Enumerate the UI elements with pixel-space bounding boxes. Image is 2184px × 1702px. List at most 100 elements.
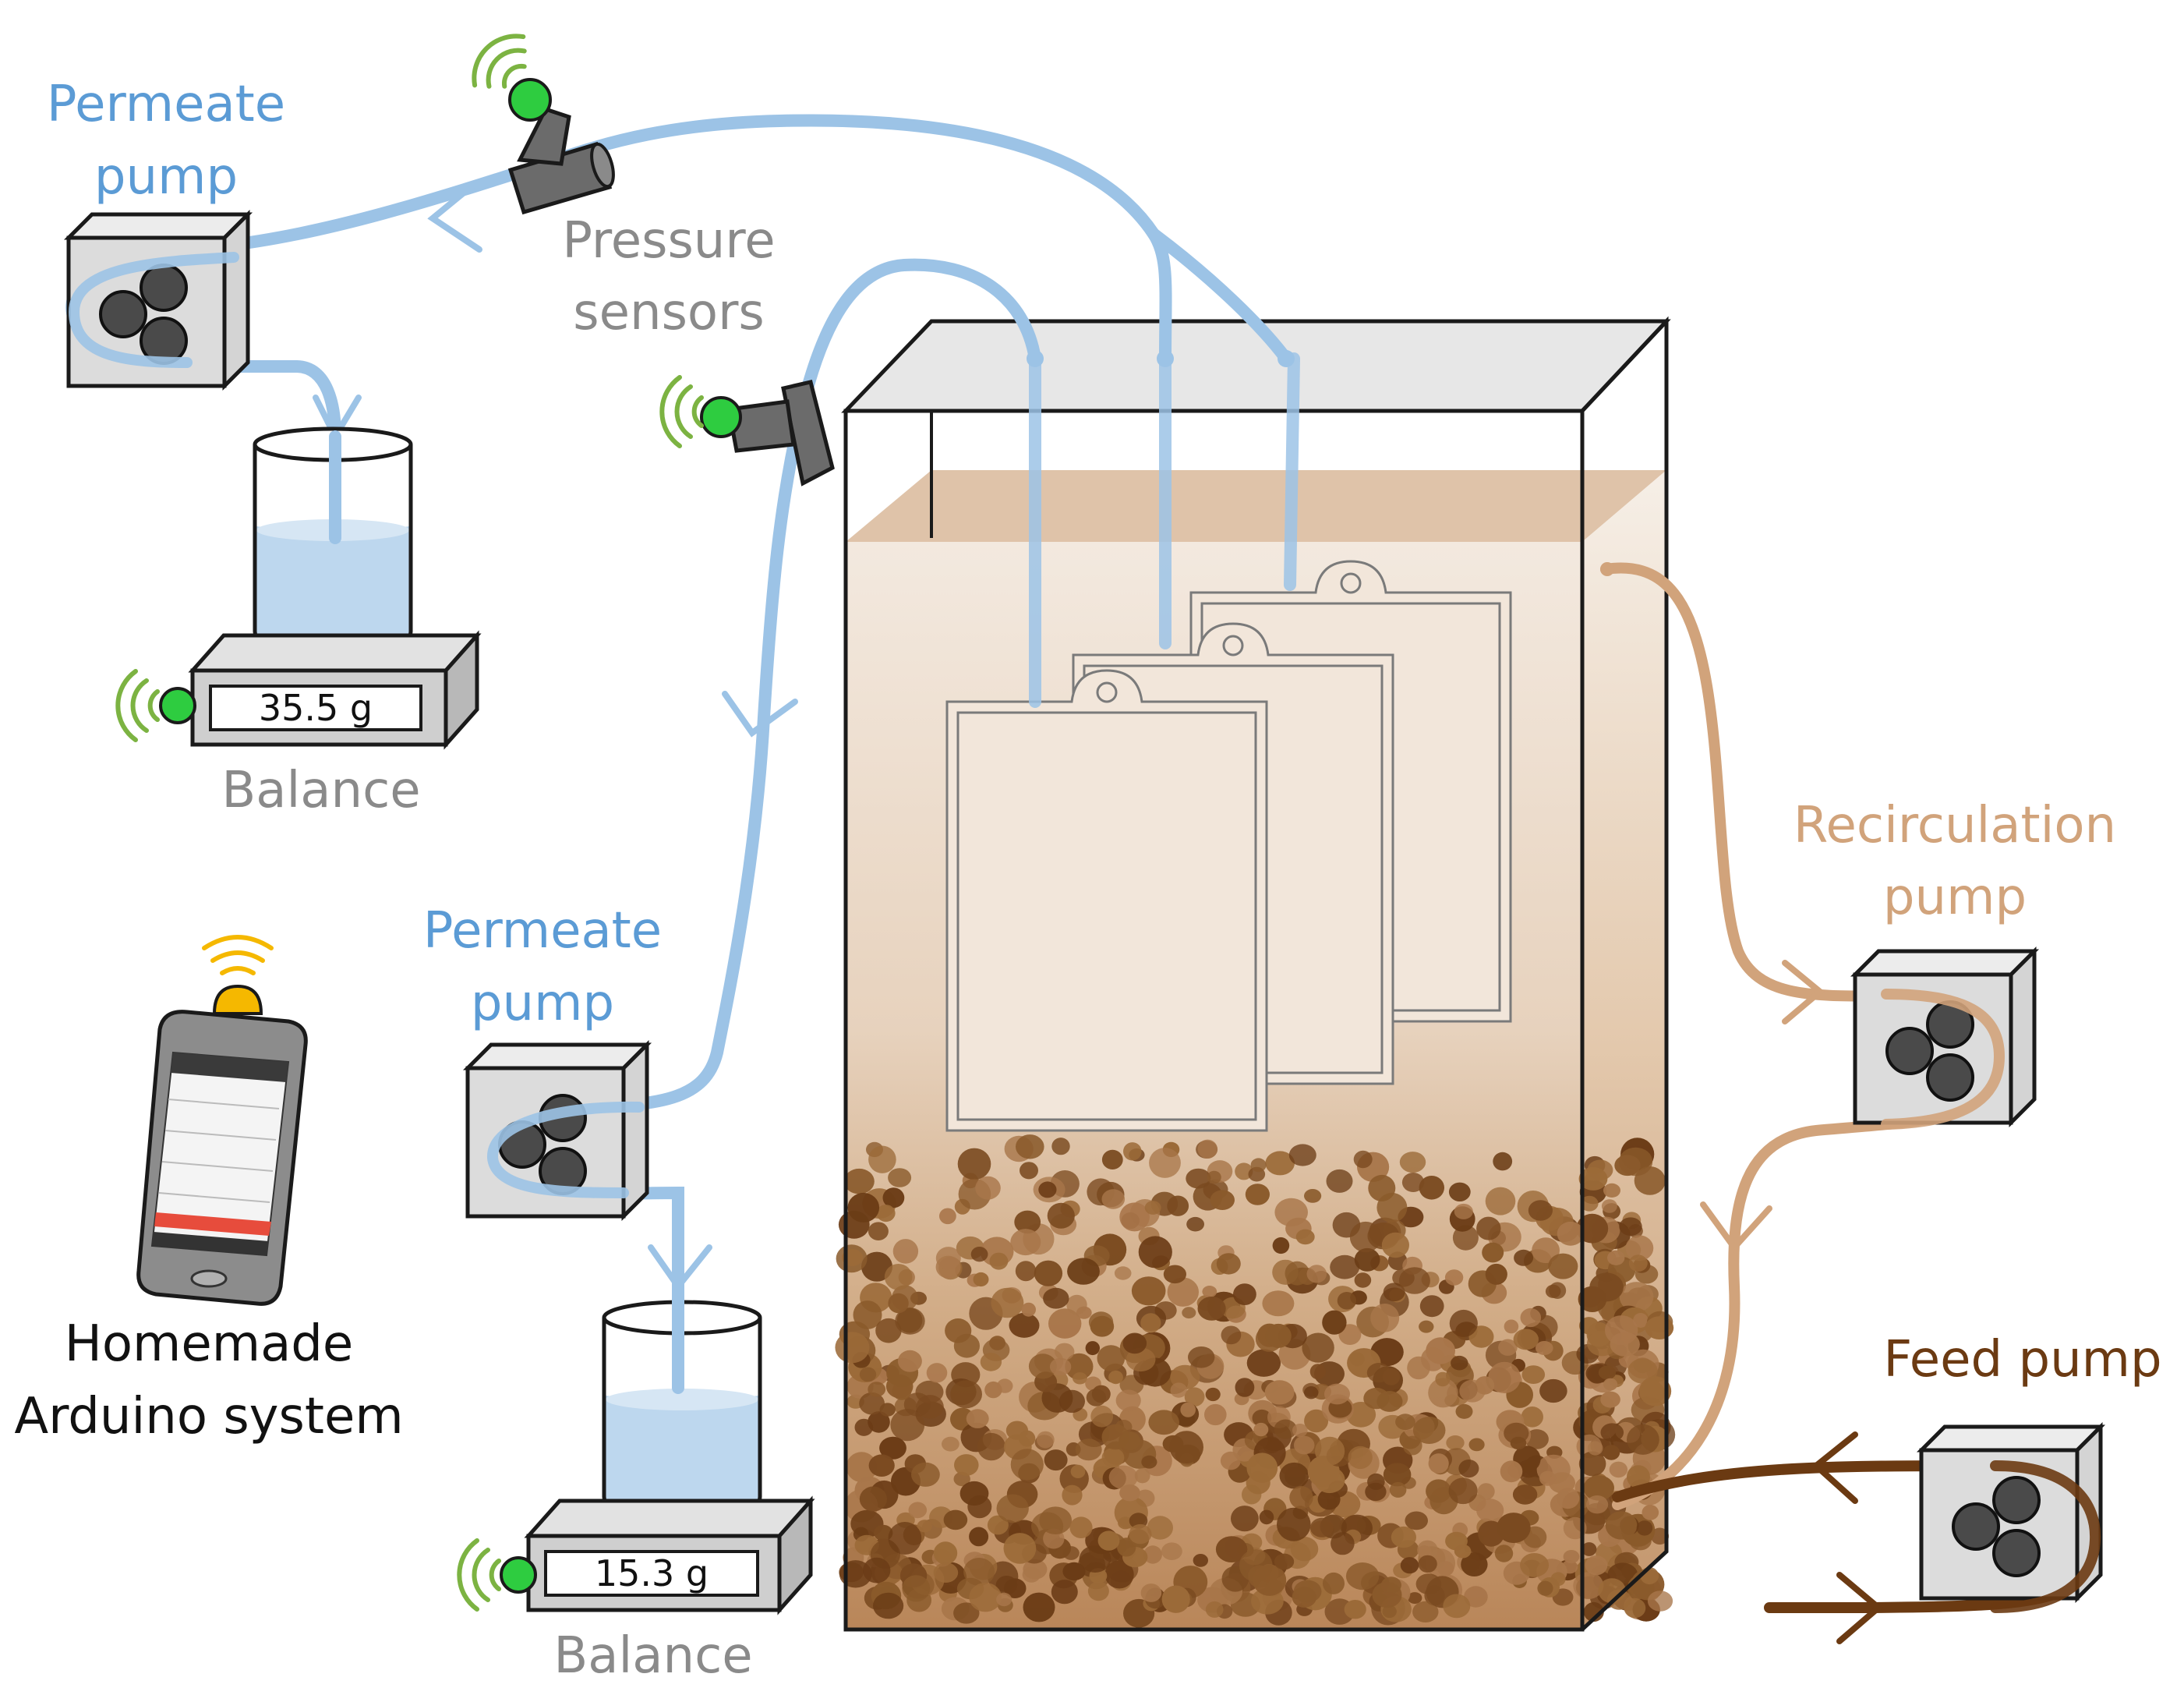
sludge-granule — [1488, 1361, 1521, 1394]
sludge-granule — [1476, 1499, 1504, 1523]
sludge-granule — [1315, 1436, 1345, 1466]
sludge-granule — [1510, 1436, 1527, 1450]
label-permeate-pump-mid-line2: pump — [471, 975, 614, 1032]
sludge-granule — [873, 1592, 904, 1619]
sludge-granule — [1129, 1523, 1152, 1545]
label-permeate-pump-top-line1: Permeate — [47, 76, 285, 133]
sludge-granule — [1402, 1435, 1422, 1456]
sludge-granule — [1381, 1232, 1409, 1258]
balance-reading-bottom: 15.3 g — [595, 1552, 709, 1594]
sludge-granule — [1345, 1562, 1380, 1591]
sludge-granule — [1459, 1379, 1486, 1403]
sludge-granule — [1170, 1382, 1187, 1398]
sludge-granule — [1627, 1358, 1658, 1384]
sludge-granule — [1647, 1591, 1673, 1612]
sludge-granule — [1448, 1182, 1471, 1202]
sludge-granule — [1147, 1516, 1173, 1540]
sludge-granule — [1583, 1475, 1614, 1501]
sludge-granule — [1235, 1378, 1255, 1397]
sludge-granule — [1398, 1267, 1430, 1294]
sludge-granule — [888, 1522, 922, 1555]
sludge-granule — [1138, 1236, 1172, 1269]
sludge-granule — [1498, 1339, 1518, 1356]
feed-flow-arrows — [1811, 1431, 1884, 1644]
sludge-granule — [1642, 1378, 1662, 1399]
sludge-granule — [942, 1436, 959, 1452]
sludge-granule — [1448, 1477, 1478, 1505]
sludge-granule — [1090, 1315, 1115, 1337]
sludge-granule — [1391, 1526, 1416, 1548]
pressure-sensor-top — [462, 24, 615, 215]
label-permeate-pump-top-line2: pump — [94, 148, 238, 206]
sludge-granule — [1383, 1283, 1405, 1302]
sludge-granule — [1070, 1464, 1086, 1478]
sludge-granule — [1246, 1453, 1278, 1483]
sludge-granule — [1536, 1341, 1553, 1355]
sludge-granule — [1014, 1210, 1041, 1234]
sludge-granule — [966, 1409, 989, 1428]
recirculation-pump — [1855, 951, 2034, 1123]
sludge-granule — [1607, 1250, 1625, 1265]
sludge-granule — [1028, 1353, 1057, 1379]
sludge-granule — [1167, 1195, 1189, 1216]
sludge-granule — [980, 1353, 1002, 1371]
sludge-granule — [1289, 1486, 1313, 1509]
recirculation-flow-arrows — [1700, 960, 1825, 1253]
sludge-granule — [1494, 1545, 1514, 1562]
sludge-granule — [890, 1409, 925, 1442]
sludge-granule — [1101, 1189, 1126, 1209]
sludge-granule — [1603, 1445, 1620, 1460]
sludge-granule — [1062, 1484, 1083, 1506]
phone-led — [212, 984, 263, 1015]
sludge-granule — [884, 1264, 913, 1290]
sludge-granule — [1605, 1511, 1638, 1540]
sludge-granule — [1117, 1537, 1136, 1557]
sludge-granule — [1279, 1462, 1309, 1489]
sludge-granule — [1143, 1545, 1162, 1564]
sludge-granule — [868, 1411, 890, 1433]
permeate-beaker-bottom — [602, 1300, 762, 1519]
sludge-granule — [1169, 1431, 1203, 1463]
sludge-granule — [1589, 1272, 1624, 1302]
sludge-granule — [1295, 1229, 1315, 1245]
sludge-granule — [1015, 1261, 1037, 1282]
sludge-granule — [1097, 1530, 1120, 1551]
sludge-granule — [1482, 1242, 1504, 1263]
sludge-granule — [991, 1287, 1024, 1318]
sludge-granule — [1485, 1263, 1507, 1285]
wireless-signal-icon — [202, 935, 274, 975]
sludge-granule — [1537, 1580, 1553, 1596]
sludge-granule — [1443, 1594, 1471, 1619]
sludge-granule — [1058, 1389, 1085, 1414]
sludge-granule — [1079, 1545, 1111, 1573]
liquid-surface — [846, 470, 1666, 542]
sludge-granule — [1376, 1391, 1403, 1412]
sludge-granule — [908, 1502, 928, 1519]
sludge-granule — [1323, 1572, 1345, 1594]
sludge-granule — [1331, 1532, 1355, 1555]
sludge-granule — [1348, 1445, 1373, 1470]
sludge-granule — [1545, 1284, 1561, 1298]
sludge-granule — [1497, 1513, 1531, 1544]
sludge-granule — [1324, 1383, 1350, 1405]
sludge-granule — [1428, 1453, 1449, 1474]
sludge-granule — [1344, 1600, 1366, 1619]
sludge-granule — [1539, 1470, 1557, 1486]
sludge-granule — [1087, 1581, 1109, 1601]
sludge-granule — [970, 1247, 988, 1262]
sludge-granule — [1055, 1343, 1075, 1361]
sludge-granule — [1561, 1560, 1578, 1574]
sludge-granule — [1073, 1372, 1087, 1385]
sludge-granule — [1144, 1201, 1161, 1215]
sludge-granule — [1539, 1378, 1567, 1403]
sludge-granule — [1264, 1380, 1295, 1405]
balance-display-bottom — [544, 1550, 759, 1597]
sludge-granule — [1302, 1332, 1334, 1363]
sludge-granule — [846, 1452, 878, 1483]
sludge-granule — [1412, 1417, 1446, 1444]
sludge-granule — [1207, 1170, 1221, 1184]
sludge-granule — [874, 1524, 893, 1541]
sludge-granule — [911, 1462, 940, 1487]
sludge-granule — [1022, 1566, 1041, 1583]
sludge-granule — [1633, 1313, 1649, 1328]
